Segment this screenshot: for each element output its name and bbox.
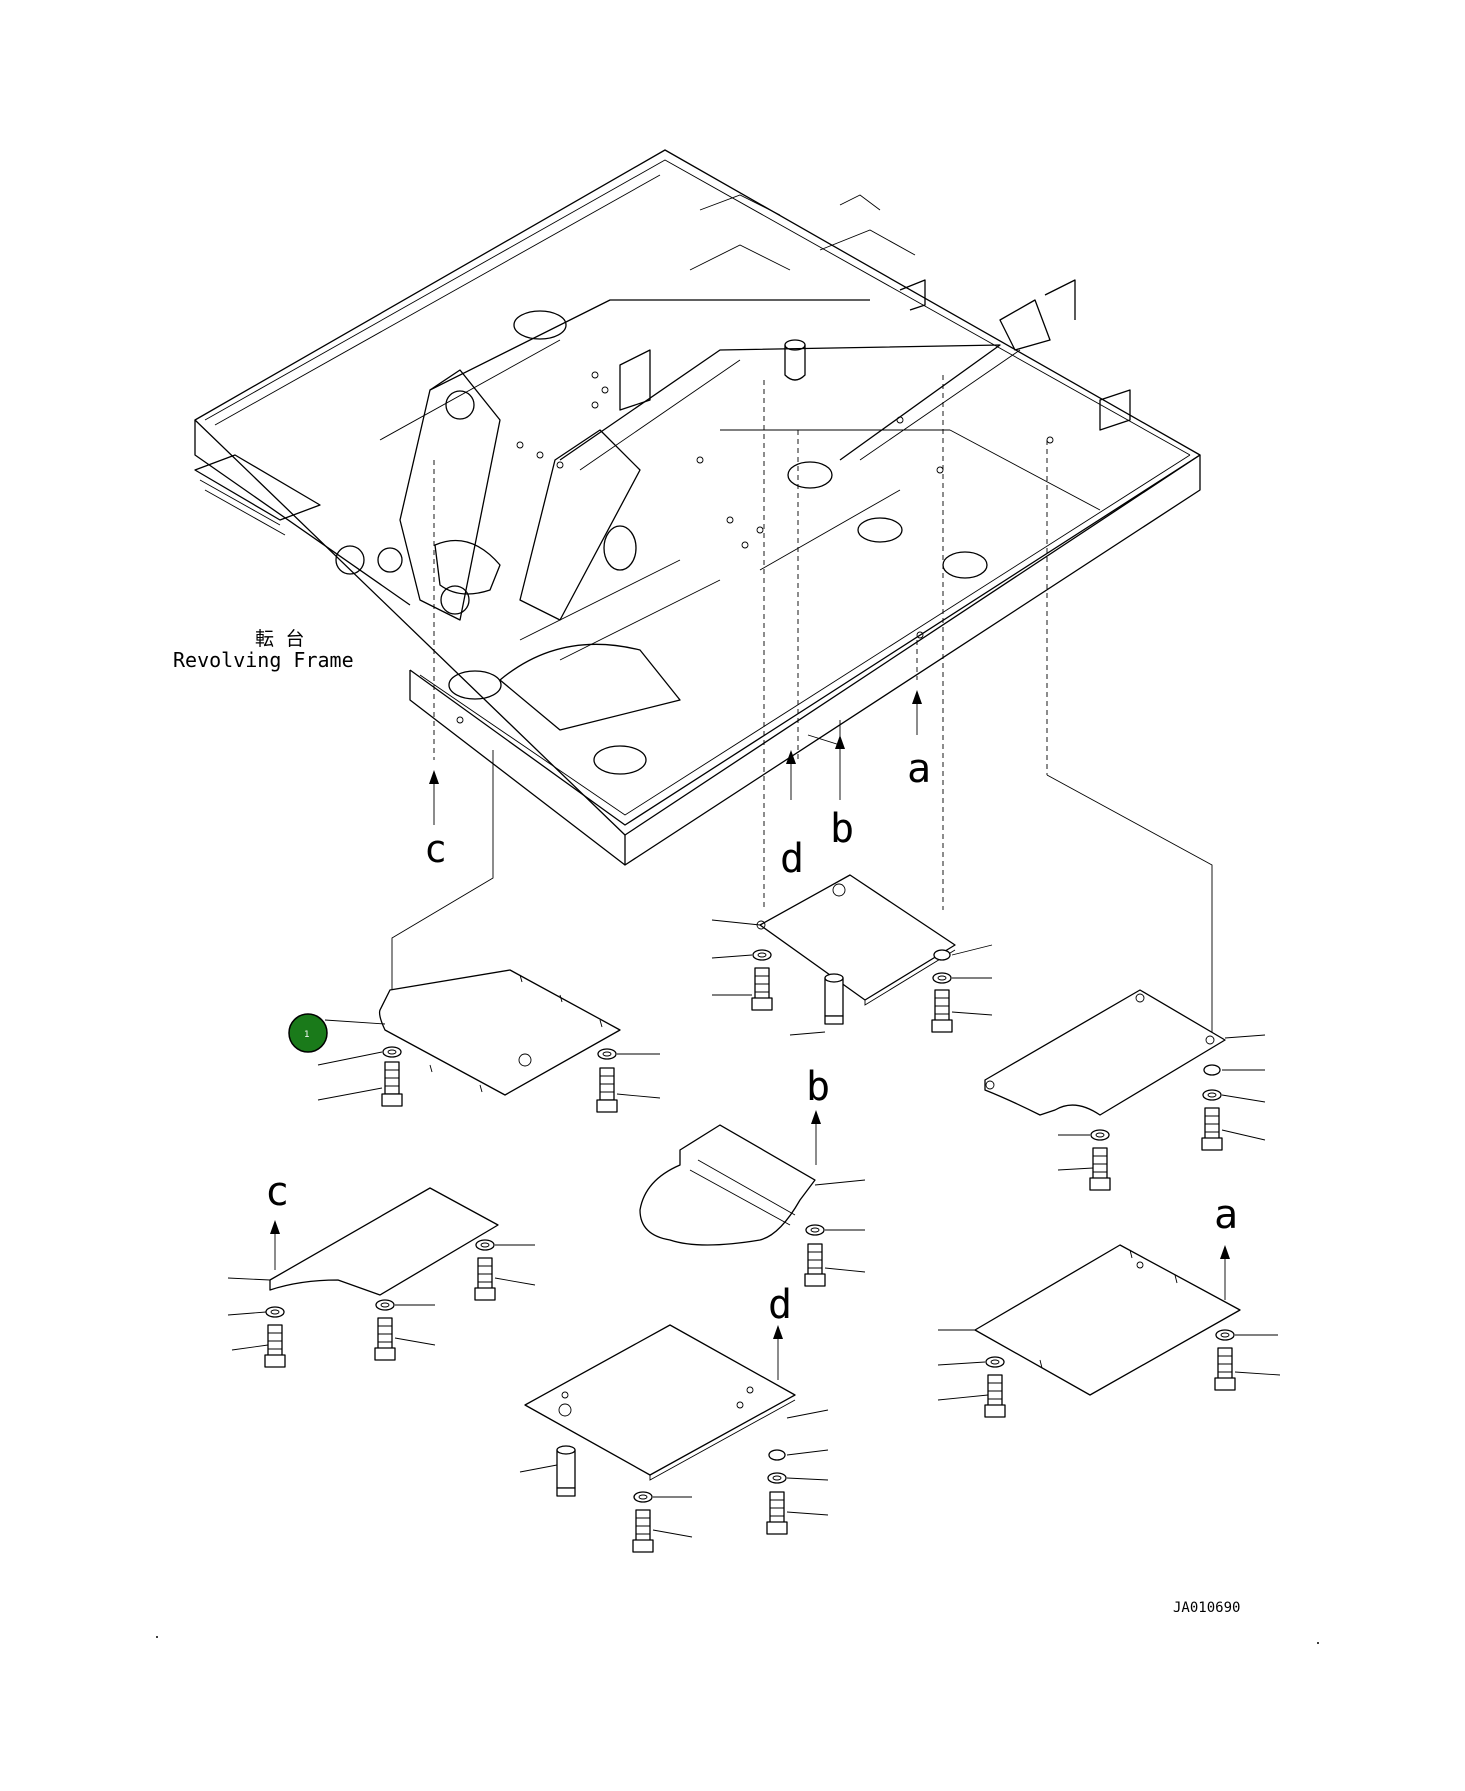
hardware-set-4 <box>804 1179 866 1287</box>
view-letter-top-d: d <box>780 836 804 882</box>
view-letter-top-b: b <box>830 806 854 852</box>
view-letter-right-a: a <box>1214 1192 1238 1238</box>
undercover-plate-7 <box>974 1244 1241 1396</box>
view-letter-top-a: a <box>907 746 931 792</box>
hardware-set-2 <box>711 919 993 1036</box>
frame-label-jp: 転 台 <box>255 628 304 650</box>
view-letter-top-c: c <box>424 827 447 871</box>
revolving-frame <box>194 149 1201 866</box>
callout-1[interactable]: 1 <box>288 1013 386 1053</box>
frame-label-en: Revolving Frame <box>173 648 354 672</box>
callout-number: 1 <box>304 1030 310 1040</box>
callout-bubble[interactable] <box>288 1013 328 1053</box>
undercover-plate-6 <box>524 1324 796 1481</box>
top-arrows <box>429 690 922 825</box>
hardware-set-3 <box>1057 1034 1266 1191</box>
hardware-set-6 <box>519 1409 829 1553</box>
hardware-set-7 <box>937 1329 1281 1418</box>
view-letter-mid-d: d <box>768 1282 792 1328</box>
hardware-set-1 <box>317 1046 661 1113</box>
drawing-id: JA010690 <box>1173 1600 1240 1616</box>
undercover-plate-1 <box>378 969 621 1096</box>
view-letter-left-c: c <box>265 1169 289 1215</box>
hardware-set-5 <box>227 1239 536 1368</box>
leader-lines <box>391 375 1213 1035</box>
undercover-plate-3 <box>984 989 1226 1116</box>
view-letter-mid-b: b <box>806 1064 830 1110</box>
undercover-plate-2 <box>756 874 956 1006</box>
undercover-plate-4 <box>639 1124 816 1246</box>
undercover-plate-5 <box>269 1187 499 1296</box>
